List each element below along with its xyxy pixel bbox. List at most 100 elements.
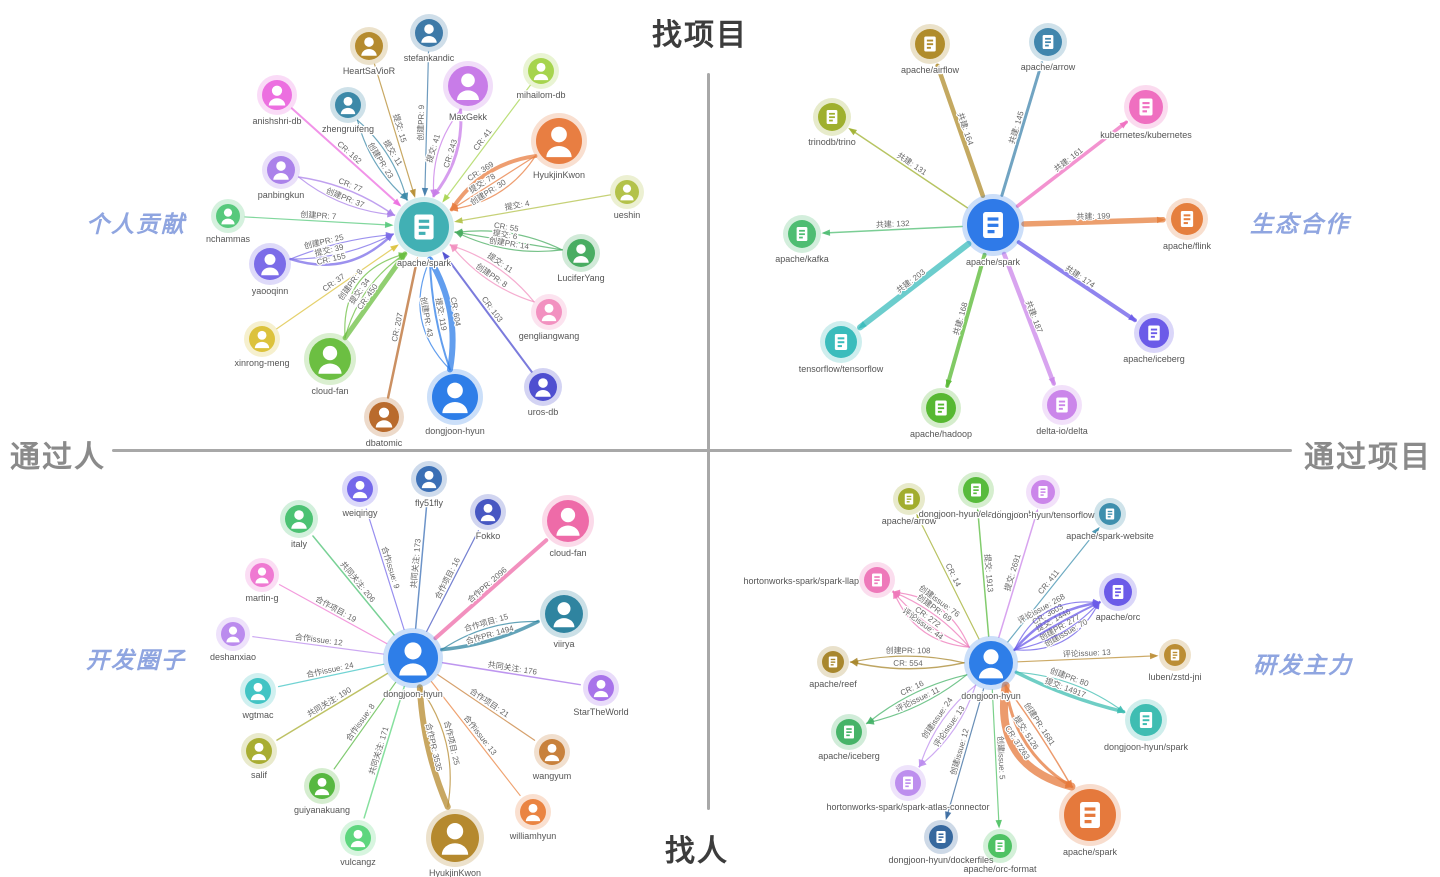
edge-label: CR: 162 bbox=[335, 139, 363, 166]
graph-node-deshanxiao[interactable]: deshanxiao bbox=[209, 617, 257, 663]
node-label: guiyanakuang bbox=[294, 805, 350, 815]
graph-node-cloud-fan-bl[interactable]: cloud-fan bbox=[542, 495, 594, 559]
graph-node-xinrong-meng[interactable]: xinrong-meng bbox=[233, 321, 291, 369]
graph-edge bbox=[455, 231, 563, 252]
graph-node-martin-g[interactable]: martin-g bbox=[244, 558, 280, 604]
graph-edge bbox=[849, 128, 969, 209]
graph-node-dongjoon-hyun/tensorflow[interactable]: dongjoon-hyun/tensorflow bbox=[990, 475, 1096, 521]
person-icon-body bbox=[291, 522, 307, 529]
graph-node-vulcangz[interactable]: vulcangz bbox=[339, 820, 378, 868]
graph-node-tensorflow/tensorflow[interactable]: tensorflow/tensorflow bbox=[797, 321, 885, 375]
graph-node-dongjoon-hyun[interactable]: dongjoon-hyun bbox=[424, 369, 486, 437]
graph-node-apache/airflow[interactable]: apache/airflow bbox=[900, 24, 961, 76]
graph-node-Fokko[interactable]: Fokko bbox=[470, 494, 506, 542]
person-icon bbox=[355, 480, 365, 490]
graph-node-apache/spark[interactable]: apache/spark bbox=[394, 197, 454, 269]
person-icon-body bbox=[268, 98, 286, 106]
graph-node-williamhyun[interactable]: williamhyun bbox=[507, 794, 558, 842]
repo-document-icon bbox=[971, 483, 981, 497]
graph-node-apache/spark-br[interactable]: apache/spark bbox=[1059, 784, 1121, 858]
graph-node-kubernetes/kubernetes[interactable]: kubernetes/kubernetes bbox=[1099, 85, 1194, 141]
person-icon-body bbox=[261, 267, 279, 276]
graph-node-MaxGekk[interactable]: MaxGekk bbox=[443, 61, 493, 123]
person-icon bbox=[528, 803, 538, 813]
graph-node-zhengruifeng[interactable]: zhengruifeng bbox=[321, 87, 375, 135]
node-label: viirya bbox=[553, 639, 574, 649]
node-label: dongjoon-hyun/elasticsearch bbox=[919, 509, 1034, 519]
graph-node-dbatomic[interactable]: dbatomic bbox=[364, 397, 404, 449]
graph-node-gengliangwang[interactable]: gengliangwang bbox=[517, 294, 581, 342]
graph-node-wangyum[interactable]: wangyum bbox=[530, 734, 573, 782]
graph-node-apache/orc[interactable]: apache/orc bbox=[1094, 573, 1142, 623]
graph-node-anishshri-db[interactable]: anishshri-db bbox=[251, 75, 303, 127]
graph-node-guiyanakuang[interactable]: guiyanakuang bbox=[293, 768, 351, 816]
graph-edge bbox=[1004, 684, 1073, 789]
person-icon-body bbox=[318, 363, 342, 374]
graph-node-HyukjinKwon-bl[interactable]: HyukjinKwon bbox=[426, 809, 484, 877]
graph-node-LuciferYang[interactable]: LuciferYang bbox=[556, 234, 606, 284]
graph-node-dongjoon-hyun/dockerfiles[interactable]: dongjoon-hyun/dockerfiles bbox=[887, 820, 995, 866]
graph-node-dongjoon-hyun/spark[interactable]: dongjoon-hyun/spark bbox=[1103, 699, 1190, 753]
graph-node-StarTheWorld[interactable]: StarTheWorld bbox=[572, 670, 630, 718]
node-label: stefankandic bbox=[404, 53, 455, 63]
edge-label: 评论issue: 13 bbox=[1063, 647, 1112, 659]
graph-node-apache/iceberg[interactable]: apache/iceberg bbox=[1122, 313, 1186, 365]
graph-node-apache/iceberg-br[interactable]: apache/iceberg bbox=[817, 714, 881, 762]
graph-node-salif[interactable]: salif bbox=[241, 733, 277, 781]
graph-edge bbox=[867, 674, 968, 724]
graph-node-apache/spark-c[interactable]: apache/spark bbox=[962, 194, 1024, 268]
graph-node-uros-db[interactable]: uros-db bbox=[524, 368, 562, 418]
graph-node-apache/flink[interactable]: apache/flink bbox=[1162, 198, 1213, 252]
graph-node-delta-io/delta[interactable]: delta-io/delta bbox=[1035, 385, 1089, 437]
node-label: apache/arrow bbox=[1021, 62, 1076, 72]
graph-node-apache/hadoop[interactable]: apache/hadoop bbox=[909, 388, 973, 440]
graph-node-fly51fly[interactable]: fly51fly bbox=[411, 461, 447, 509]
node-label: dongjoon-hyun bbox=[425, 426, 485, 436]
person-icon-body bbox=[556, 525, 580, 536]
graph-node-mihailom-db[interactable]: mihailom-db bbox=[515, 53, 567, 101]
graph-node-apache/orc-format[interactable]: apache/orc-format bbox=[962, 829, 1038, 875]
graph-node-stefankandic[interactable]: stefankandic bbox=[402, 14, 456, 64]
graph-node-wgtmac[interactable]: wgtmac bbox=[240, 673, 276, 721]
graph-node-hortonworks-spark/spark-atlas-connector[interactable]: hortonworks-spark/spark-atlas-connector bbox=[825, 765, 991, 813]
graph-node-dongjoon-hyun-c[interactable]: dongjoon-hyun bbox=[382, 628, 444, 700]
graph-node-HeartSaVioR[interactable]: HeartSaVioR bbox=[342, 27, 397, 77]
repo-document-icon bbox=[1105, 508, 1115, 520]
graph-node-weiqingy[interactable]: weiqingy bbox=[340, 471, 379, 519]
person-icon-body bbox=[535, 390, 551, 397]
graph-node-dongjoon-hyun/elasticsearch[interactable]: dongjoon-hyun/elasticsearch bbox=[917, 472, 1035, 520]
graph-node-apache/reef[interactable]: apache/reef bbox=[808, 646, 859, 690]
graph-node-ueshin[interactable]: ueshin bbox=[610, 175, 644, 221]
repo-document-icon bbox=[1080, 802, 1100, 828]
edge-arrowhead bbox=[821, 229, 831, 236]
graph-node-italy[interactable]: italy bbox=[280, 500, 318, 550]
person-icon bbox=[257, 330, 267, 340]
edge-arrowhead bbox=[442, 251, 450, 261]
graph-node-apache/arrow[interactable]: apache/arrow bbox=[1019, 23, 1077, 73]
graph-node-yaooqinn[interactable]: yaooqinn bbox=[249, 243, 291, 297]
person-icon bbox=[560, 507, 576, 523]
graph-node-HyukjinKwon[interactable]: HyukjinKwon bbox=[531, 113, 587, 181]
graph-edge bbox=[1004, 684, 1073, 788]
graph-node-apache/arrow-br[interactable]: apache/arrow bbox=[880, 483, 938, 527]
edge-arrowhead bbox=[916, 513, 924, 523]
graph-node-nchammas[interactable]: nchammas bbox=[205, 199, 252, 245]
graph-node-trinodb/trino[interactable]: trinodb/trino bbox=[807, 98, 857, 148]
edge-label: 提交: 2691 bbox=[1002, 552, 1023, 592]
node-label: ueshin bbox=[614, 210, 641, 220]
graph-node-hortonworks-spark/spark-llap[interactable]: hortonworks-spark/spark-llap bbox=[742, 562, 895, 598]
graph-node-panbingkun[interactable]: panbingkun bbox=[256, 151, 306, 201]
graph-edge bbox=[1001, 251, 1057, 386]
graph-node-luben/zstd-jni[interactable]: luben/zstd-jni bbox=[1147, 639, 1203, 683]
node-label: apache/airflow bbox=[901, 65, 960, 75]
node-label: apache/spark-website bbox=[1066, 531, 1154, 541]
graph-node-dongjoon-hyun-br[interactable]: dongjoon-hyun bbox=[960, 636, 1022, 702]
graph-node-apache/spark-website[interactable]: apache/spark-website bbox=[1065, 498, 1155, 542]
person-icon bbox=[317, 777, 327, 787]
graph-node-cloud-fan[interactable]: cloud-fan bbox=[304, 333, 356, 397]
graph-edge bbox=[333, 681, 397, 770]
edge-arrowhead bbox=[1156, 216, 1166, 224]
graph-node-viirya[interactable]: viirya bbox=[540, 590, 588, 650]
graph-node-apache/kafka[interactable]: apache/kafka bbox=[774, 215, 830, 265]
